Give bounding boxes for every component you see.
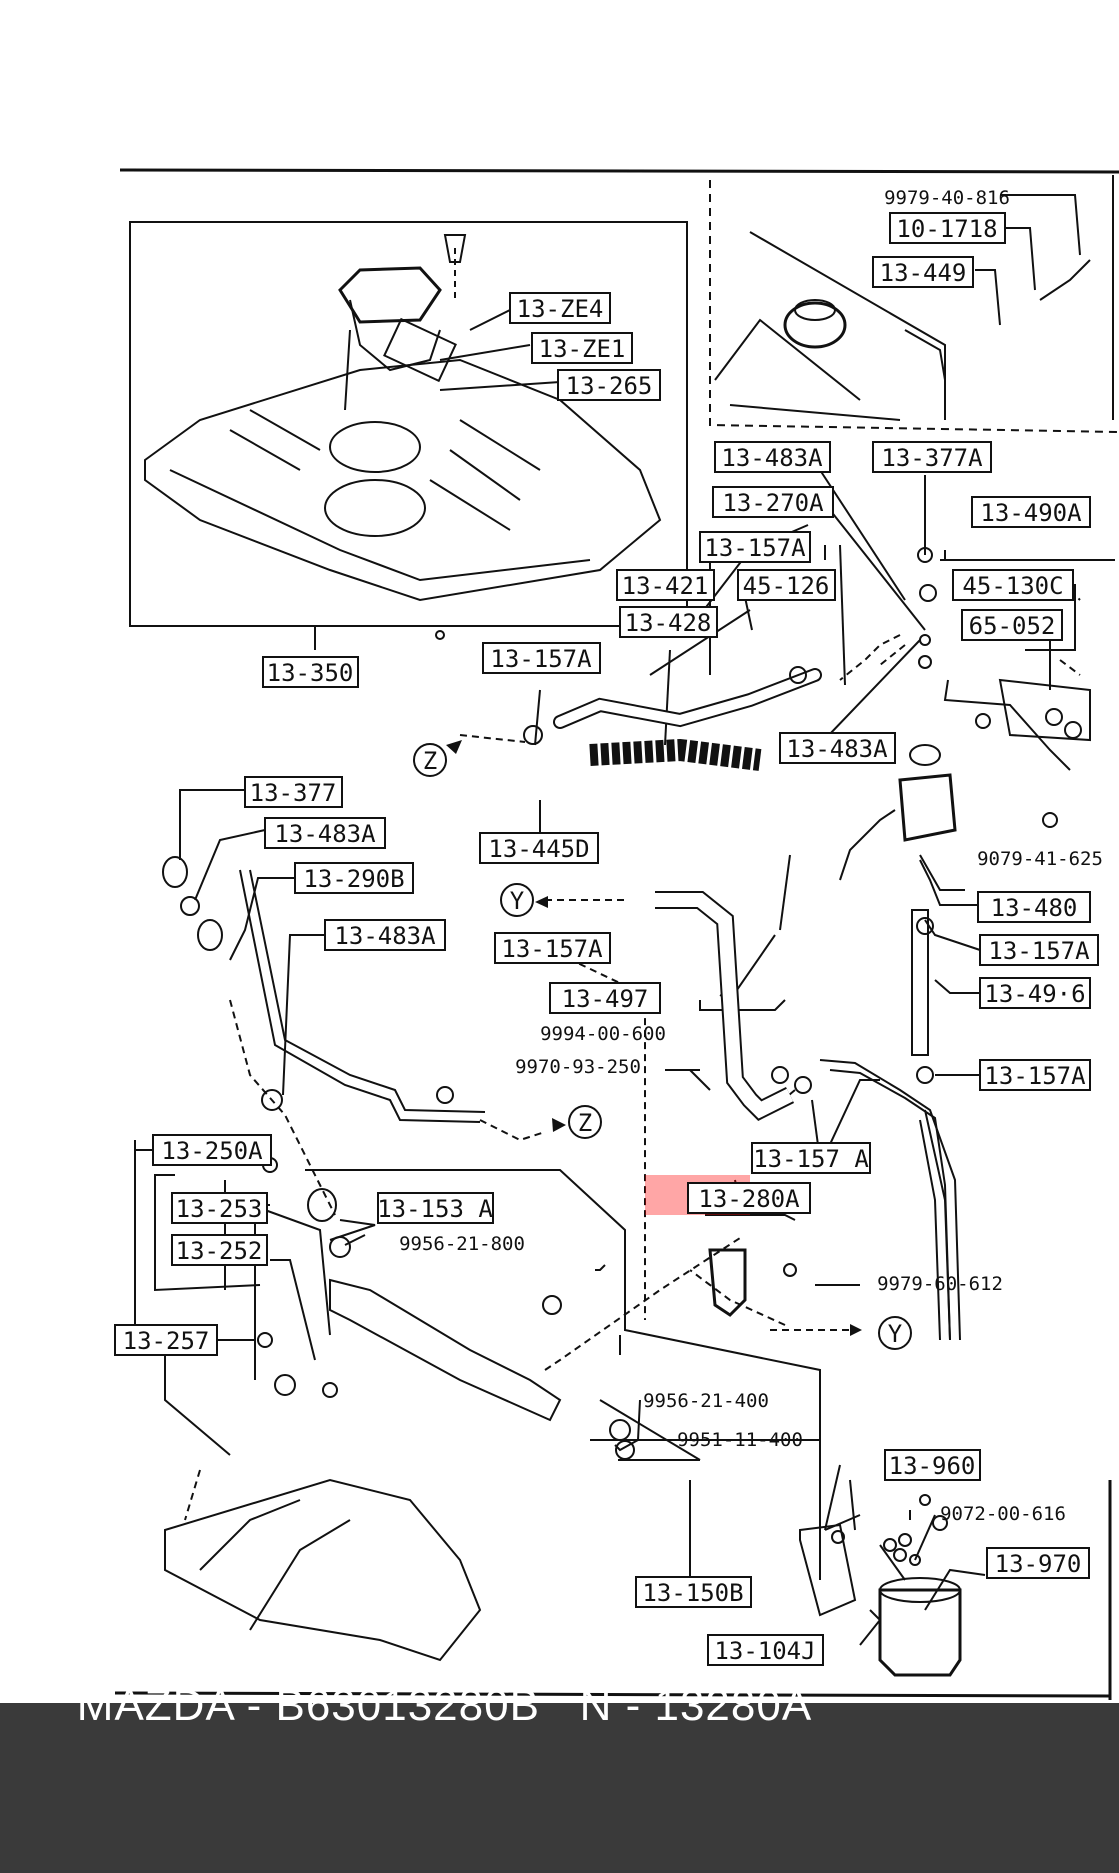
svg-text:Y: Y (888, 1320, 903, 1348)
part-13-ze4: 13-ZE4 (517, 295, 604, 323)
part-13-483a-right: 13-483A (786, 735, 888, 763)
footer-bar: MAZDA - B63013280B N - 13280A (0, 1681, 1119, 1873)
part-13-483a-left: 13-483A (274, 820, 376, 848)
part-9994-00-600: 9994-00-600 (540, 1023, 666, 1045)
part-13-483a-top: 13-483A (721, 444, 823, 472)
part-9979-60-612: 9979-60-612 (877, 1273, 1003, 1295)
parts-diagram: Z Y Z Y (114, 168, 1119, 1700)
part-13-377a: 13-377A (881, 444, 983, 472)
marker-z-top: Z (413, 743, 447, 777)
part-13-153a: 13-153 A (377, 1195, 493, 1223)
part-9979-40-816: 9979-40-816 (884, 187, 1010, 209)
part-13-428: 13-428 (625, 609, 712, 637)
marker-y-left: Y (500, 883, 534, 917)
part-13-449: 13-449 (880, 259, 967, 287)
part-9956-21-400: 9956-21-400 (643, 1390, 769, 1412)
svg-text:Z: Z (578, 1109, 592, 1137)
part-13-257: 13-257 (123, 1327, 210, 1355)
fuel-tank-drawing (144, 234, 662, 602)
svg-text:Z: Z (423, 747, 437, 775)
part-13-290b: 13-290B (303, 865, 404, 893)
part-9970-93-250: 9970-93-250 (515, 1056, 641, 1078)
part-13-157a-r2: 13-157A (984, 1062, 1086, 1090)
part-13-960: 13-960 (889, 1452, 976, 1480)
part-13-157a-top: 13-157A (704, 534, 806, 562)
part-13-490a: 13-490A (980, 499, 1082, 527)
part-9951-11-400: 9951-11-400 (677, 1429, 803, 1451)
part-13-483a-lower: 13-483A (334, 922, 436, 950)
part-13-377: 13-377 (250, 779, 337, 807)
part-9072-00-616: 9072-00-616 (940, 1503, 1066, 1525)
part-13-253: 13-253 (176, 1195, 263, 1223)
part-9079-41-625: 9079-41-625 (977, 848, 1103, 870)
part-13-480: 13-480 (991, 894, 1078, 922)
part-13-157a-lower: 13-157 A (753, 1145, 869, 1173)
part-13-157a-r1: 13-157A (988, 937, 1090, 965)
marker-y-right: Y (878, 1316, 912, 1350)
part-13-104j: 13-104J (714, 1637, 815, 1665)
marker-z-bottom: Z (568, 1105, 602, 1139)
svg-text:Y: Y (510, 887, 525, 915)
part-13-350: 13-350 (267, 659, 354, 687)
part-13-445d: 13-445D (488, 835, 589, 863)
part-13-270a: 13-270A (722, 489, 824, 517)
part-10-1718: 10-1718 (896, 215, 997, 243)
part-13-252: 13-252 (176, 1237, 263, 1265)
part-45-126: 45-126 (743, 572, 830, 600)
part-13-970: 13-970 (995, 1550, 1082, 1578)
fuel-lines-drawing (162, 547, 1091, 1677)
part-13-497: 13-497 (562, 985, 649, 1013)
engine-head-drawing (714, 231, 946, 421)
part-13-496: 13-49·6 (984, 980, 1085, 1008)
part-13-280a: 13-280A (698, 1185, 800, 1213)
part-13-157a-y: 13-157A (501, 935, 603, 963)
part-13-157a-mid: 13-157A (490, 645, 592, 673)
part-13-250a: 13-250A (161, 1137, 263, 1165)
footer-caption: MAZDA - B63013280B N - 13280A (76, 1680, 813, 1730)
part-9956-21-800: 9956-21-800 (399, 1233, 525, 1255)
part-65-052: 65-052 (969, 612, 1056, 640)
part-13-265: 13-265 (566, 372, 653, 400)
part-13-ze1: 13-ZE1 (539, 335, 626, 363)
part-13-421: 13-421 (622, 572, 709, 600)
part-13-150b: 13-150B (642, 1579, 743, 1607)
part-45-130c: 45-130C (962, 572, 1063, 600)
